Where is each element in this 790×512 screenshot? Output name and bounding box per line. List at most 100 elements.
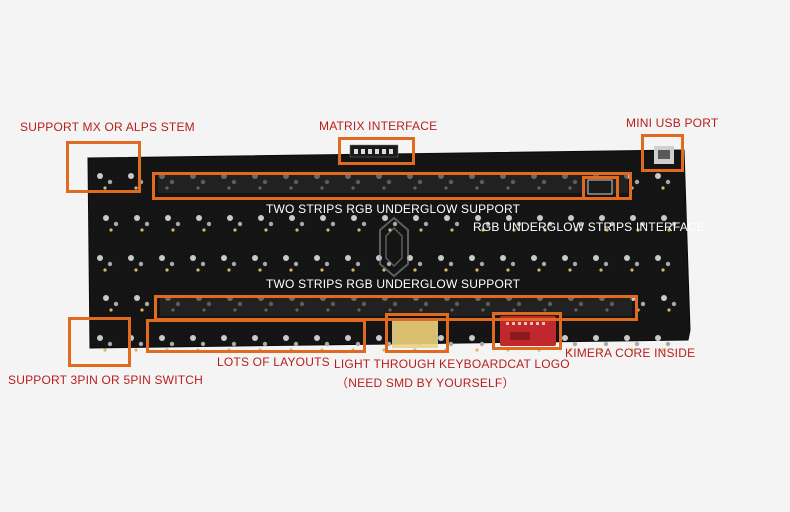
switch-pad	[574, 228, 578, 232]
switch-pad	[289, 215, 295, 221]
switch-pad	[258, 215, 264, 221]
switch-pad	[361, 221, 367, 227]
switch-pad	[655, 255, 661, 261]
switch-pad	[481, 228, 485, 232]
switch-pad	[128, 173, 134, 179]
switch-pad	[661, 186, 665, 190]
switch-pad	[438, 335, 444, 341]
switch-pad	[599, 215, 605, 221]
switch-pad	[661, 215, 667, 221]
switch-pad	[516, 221, 522, 227]
switch-pad	[293, 341, 299, 347]
switch-pad	[196, 268, 200, 272]
switch-pad	[417, 261, 423, 267]
switch-pad	[572, 261, 578, 267]
switch-pad	[624, 335, 630, 341]
switch-pad	[159, 255, 165, 261]
switch-pad	[609, 221, 615, 227]
switch-pad	[624, 255, 630, 261]
switch-pad	[603, 341, 609, 347]
switch-pad	[562, 255, 568, 261]
switch-pad	[454, 221, 460, 227]
switch-pad	[568, 268, 572, 272]
overlay-two-strips-top: TWO STRIPS RGB UNDERGLOW SUPPORT	[266, 202, 521, 216]
switch-pad	[667, 228, 671, 232]
switch-pad	[128, 255, 134, 261]
switch-pad	[175, 221, 181, 227]
switch-pad	[320, 268, 324, 272]
switch-pad	[541, 261, 547, 267]
switch-pad	[603, 261, 609, 267]
switch-pad	[634, 341, 640, 347]
switch-pad	[320, 215, 326, 221]
switch-pad	[671, 221, 677, 227]
switch-pad	[640, 221, 646, 227]
switch-pad	[382, 215, 388, 221]
switch-pad	[293, 261, 299, 267]
callout-box-mx-alps	[66, 141, 141, 193]
switch-pad	[134, 348, 138, 352]
switch-pad	[351, 268, 355, 272]
switch-pad	[547, 221, 553, 227]
switch-pad	[469, 255, 475, 261]
label-support-mx-alps: SUPPORT MX OR ALPS STEM	[20, 120, 195, 134]
switch-pad	[562, 335, 568, 341]
switch-pad	[510, 261, 516, 267]
switch-pad	[479, 261, 485, 267]
switch-pad	[444, 215, 450, 221]
switch-pad	[202, 228, 206, 232]
switch-pad	[134, 295, 140, 301]
switch-pad	[231, 261, 237, 267]
switch-pad	[113, 221, 119, 227]
switch-pad	[500, 255, 506, 261]
switch-pad	[355, 341, 361, 347]
label-lots-of-layouts: LOTS OF LAYOUTS	[217, 355, 330, 369]
switch-pad	[355, 261, 361, 267]
switch-pad	[357, 228, 361, 232]
switch-pad	[485, 221, 491, 227]
switch-pad	[593, 335, 599, 341]
switch-pad	[661, 268, 665, 272]
led-strip-bottom	[160, 298, 632, 316]
switch-pad	[159, 335, 165, 341]
switch-pad	[103, 348, 107, 352]
switch-pad	[314, 255, 320, 261]
label-kimera-core: KIMERA CORE INSIDE	[565, 346, 696, 360]
switch-pad	[599, 268, 603, 272]
switch-pad	[475, 348, 479, 352]
switch-pad	[107, 261, 113, 267]
switch-pad	[330, 221, 336, 227]
switch-pad	[634, 179, 640, 185]
callout-box-layouts	[146, 319, 366, 353]
switch-pad	[109, 308, 113, 312]
switch-pad	[630, 215, 636, 221]
switch-pad	[630, 348, 634, 352]
switch-pad	[661, 348, 665, 352]
switch-pad	[655, 335, 661, 341]
switch-pad	[169, 261, 175, 267]
switch-pad	[413, 268, 417, 272]
switch-pad	[572, 341, 578, 347]
switch-pad	[97, 173, 103, 179]
switch-pad	[200, 341, 206, 347]
switch-pad	[469, 335, 475, 341]
switch-pad	[200, 261, 206, 267]
switch-pad	[165, 215, 171, 221]
switch-pad	[599, 348, 603, 352]
switch-pad	[665, 179, 671, 185]
label-light-through-logo: LIGHT THROUGH KEYBOARDCAT LOGO	[334, 357, 570, 371]
switch-pad	[252, 335, 258, 341]
switch-pad	[475, 268, 479, 272]
switch-pad	[655, 173, 661, 179]
switch-pad	[413, 215, 419, 221]
matrix-connector	[349, 144, 399, 158]
switch-pad	[252, 255, 258, 261]
switch-pad	[134, 268, 138, 272]
switch-pad	[392, 221, 398, 227]
callout-box-usb	[641, 134, 684, 172]
callout-box-bottom-strip	[154, 295, 638, 321]
switch-pad	[605, 228, 609, 232]
switch-pad	[324, 261, 330, 267]
switch-pad	[636, 228, 640, 232]
